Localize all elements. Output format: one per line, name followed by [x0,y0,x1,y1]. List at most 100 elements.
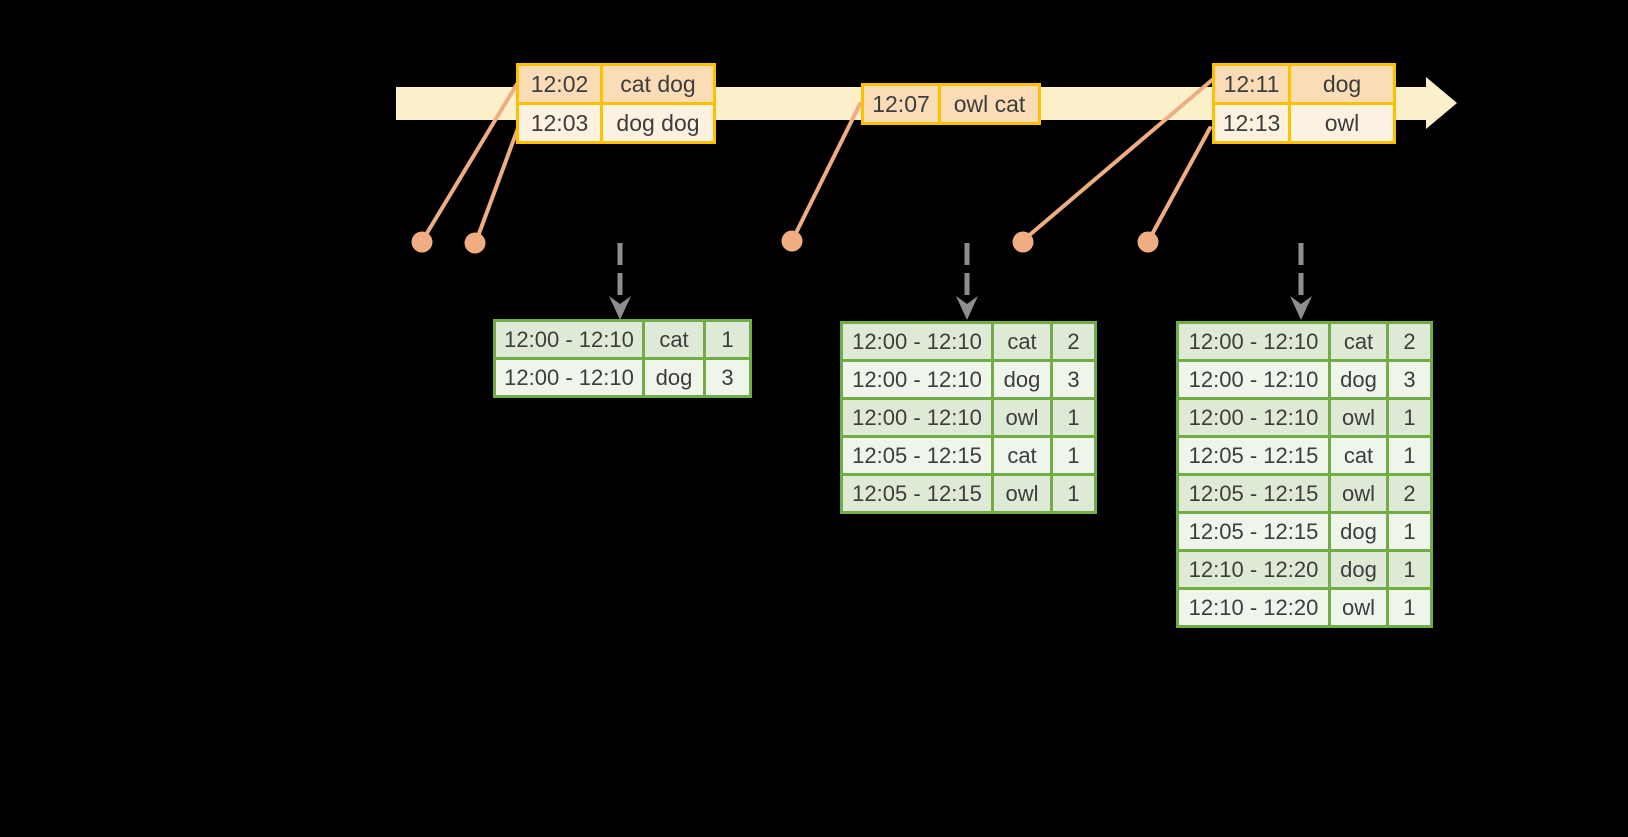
table-cell: 12:13 [1212,102,1291,144]
table-cell: 12:00 - 12:10 [493,357,645,398]
table-cell: owl [1328,473,1389,514]
arrow-down-icon [956,296,978,320]
table-cell: 1 [1386,435,1433,476]
table-cell: dog [1288,63,1396,105]
timeline-arrowhead-icon [1426,77,1457,129]
table-cell: 1 [703,319,752,360]
table-cell: 12:05 - 12:15 [1176,473,1331,514]
table-cell: 12:00 - 12:10 [840,359,994,400]
table-cell: 12:05 - 12:15 [840,435,994,476]
connector-line-12-03 [475,118,523,241]
table-cell: 12:00 - 12:10 [1176,359,1331,400]
table-cell: 12:00 - 12:10 [1176,321,1331,362]
table-cell: cat [991,435,1053,476]
table-cell: dog [991,359,1053,400]
table-cell: dog [1328,359,1389,400]
event-dot-12-13 [1137,231,1159,253]
table-cell: 1 [1050,473,1097,514]
connector-line-12-02 [422,82,519,240]
table-cell: owl [1288,102,1396,144]
table-cell: 1 [1386,511,1433,552]
trigger-arrow-2 [956,243,978,320]
table-cell: owl [1328,587,1389,628]
event-dot-12-11 [1012,231,1034,253]
table-cell: 1 [1386,549,1433,590]
table-cell: owl [1328,397,1389,438]
table-cell: cat [642,319,706,360]
table-cell: cat [991,321,1053,362]
table-cell: 3 [1386,359,1433,400]
trigger-arrow-3 [1290,243,1312,320]
table-cell: 12:11 [1212,63,1291,105]
table-cell: 12:05 - 12:15 [1176,511,1331,552]
table-cell: 12:00 - 12:10 [840,321,994,362]
connector-line-12-11 [1024,78,1214,240]
connector-line-12-07 [792,102,862,239]
event-dot-12-03 [464,232,486,254]
table-cell: 12:05 - 12:15 [1176,435,1331,476]
table-cell: cat [1328,435,1389,476]
arrow-down-icon [609,296,631,320]
trigger-arrow-1 [609,243,631,320]
table-cell: 2 [1050,321,1097,362]
table-cell: dog dog [600,102,716,144]
table-cell: cat [1328,321,1389,362]
table-cell: 12:00 - 12:10 [840,397,994,438]
table-cell: 2 [1386,473,1433,514]
table-cell: 12:03 [516,102,603,144]
table-cell: 12:10 - 12:20 [1176,549,1331,590]
arrow-down-icon [1290,296,1312,320]
table-cell: owl [991,397,1053,438]
table-cell: 12:00 - 12:10 [1176,397,1331,438]
table-cell: 2 [1386,321,1433,362]
table-cell: 12:02 [516,63,603,105]
table-cell: cat dog [600,63,716,105]
event-dot-12-02 [411,231,433,253]
table-cell: 1 [1386,587,1433,628]
event-dot-12-07 [781,230,803,252]
table-cell: dog [1328,511,1389,552]
table-cell: 12:05 - 12:15 [840,473,994,514]
table-cell: 12:10 - 12:20 [1176,587,1331,628]
table-cell: 1 [1386,397,1433,438]
table-cell: 3 [1050,359,1097,400]
table-cell: 1 [1050,397,1097,438]
table-cell: dog [642,357,706,398]
table-cell: 12:00 - 12:10 [493,319,645,360]
table-cell: owl cat [938,83,1041,125]
table-cell: 3 [703,357,752,398]
table-cell: owl [991,473,1053,514]
